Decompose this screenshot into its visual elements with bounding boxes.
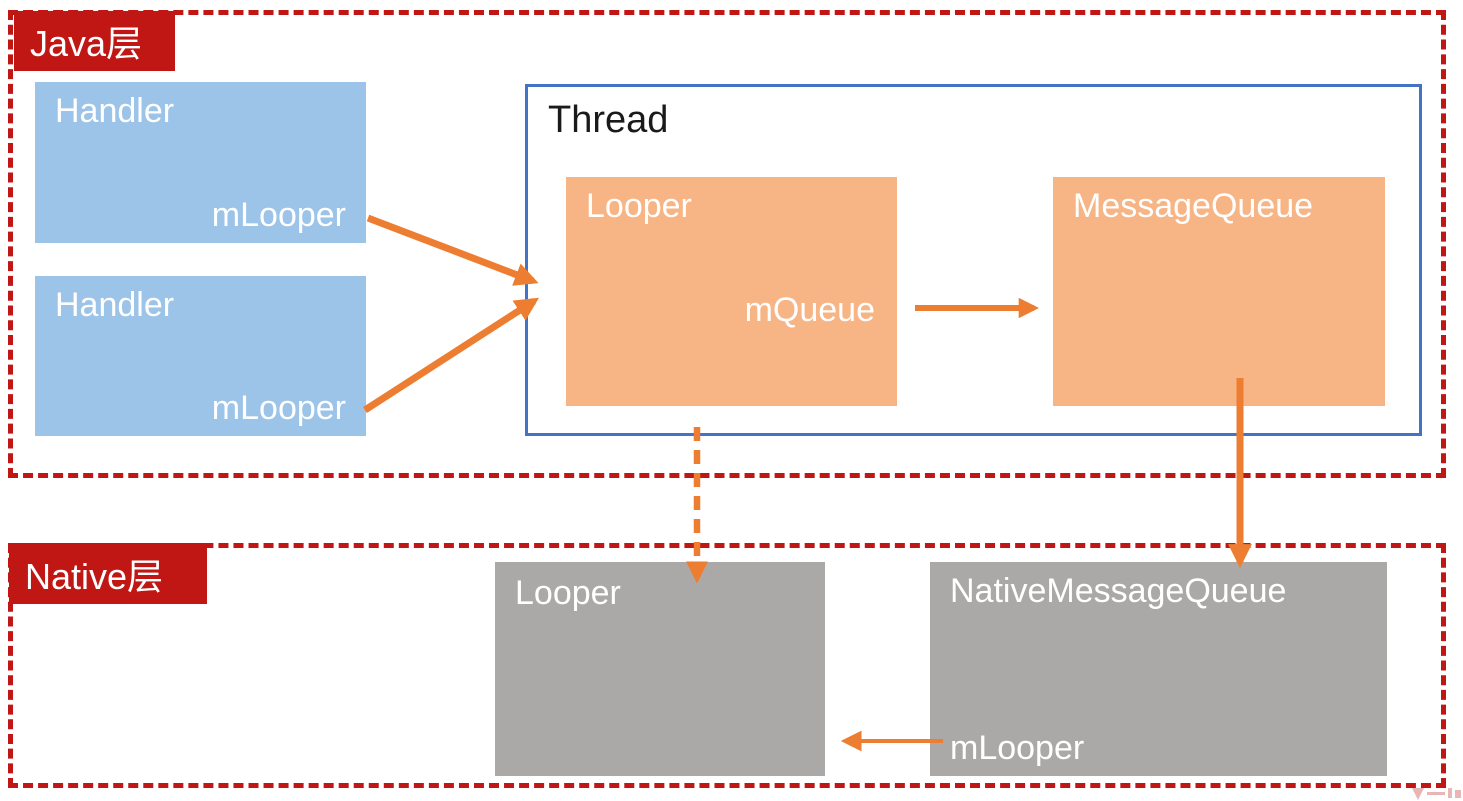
handler1-mlooper-field: mLooper [211, 196, 346, 234]
handler1-title: Handler [55, 92, 175, 130]
native-layer-label: Native层 [9, 543, 207, 604]
native-looper-title: Looper [515, 574, 621, 612]
java-looper-title: Looper [586, 187, 692, 225]
java-layer-region [8, 10, 1446, 478]
java-looper-mqueue-field: mQueue [744, 291, 875, 329]
java-looper-box: Looper mQueue [566, 177, 897, 406]
native-layer-region [8, 543, 1446, 788]
thread-label: Thread [548, 99, 669, 141]
handler1-box: Handler mLooper [35, 82, 366, 243]
watermark-logo [1412, 788, 1461, 800]
handler2-title: Handler [55, 286, 175, 324]
nativemessagequeue-mlooper-field: mLooper [950, 729, 1085, 767]
nativemessagequeue-box: NativeMessageQueue mLooper [930, 562, 1387, 776]
messagequeue-title: MessageQueue [1073, 187, 1314, 225]
messagequeue-box: MessageQueue [1053, 177, 1385, 406]
handler2-mlooper-field: mLooper [211, 389, 346, 427]
native-looper-box: Looper [495, 562, 825, 776]
java-layer-label: Java层 [14, 11, 175, 71]
nativemessagequeue-title: NativeMessageQueue [950, 572, 1287, 610]
handler2-box: Handler mLooper [35, 276, 366, 436]
